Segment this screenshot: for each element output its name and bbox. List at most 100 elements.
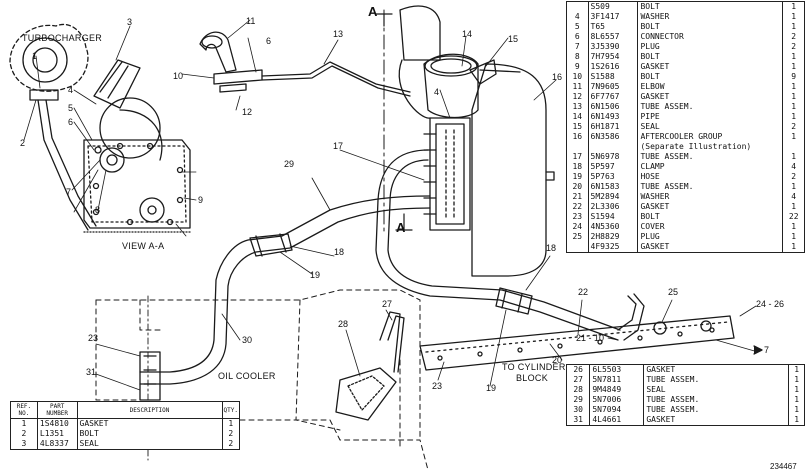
callout: 18 xyxy=(334,247,345,257)
part-number-cell: 9M4849 xyxy=(589,385,644,395)
qty-cell: 1 xyxy=(782,52,805,62)
col-header-ref: REF. NO. xyxy=(10,401,38,419)
callout: 27 xyxy=(382,299,393,309)
part-number-cell: 8L6557 xyxy=(587,32,638,42)
description-cell: CONNECTOR xyxy=(637,32,783,42)
ref-cell: 30 xyxy=(573,405,583,415)
callout: 7 xyxy=(66,187,72,197)
description-cell: BOLT xyxy=(637,212,783,222)
elbow-and-tube xyxy=(181,19,411,111)
ref-cell: 3 xyxy=(21,439,27,449)
callout: 6 xyxy=(68,117,74,127)
ref-cell: 27 xyxy=(573,375,583,385)
qty-cell: 1 xyxy=(788,364,805,375)
callout: 4 xyxy=(68,85,74,95)
description-cell: GASKET xyxy=(643,415,789,426)
part-number-cell: 7H7954 xyxy=(587,52,638,62)
callout: 30 xyxy=(242,335,253,345)
section-label-a-bottom: A xyxy=(396,220,406,235)
callout: 1 xyxy=(32,51,38,61)
description-cell: BOLT xyxy=(637,52,783,62)
description-cell: BOLT xyxy=(76,429,223,439)
part-number-cell: 6N1493 xyxy=(587,112,638,122)
part-number-cell: 5N6978 xyxy=(587,152,638,162)
callout: 24 - 26 xyxy=(756,299,785,309)
callout: 11 xyxy=(246,16,256,26)
description-cell: ELBOW xyxy=(637,82,783,92)
ref-cell: 19 xyxy=(572,172,583,182)
part-number-cell xyxy=(587,142,638,152)
ref-cell: 10 xyxy=(572,72,583,82)
callout: 22 xyxy=(578,287,589,297)
side-cover-plate xyxy=(419,299,763,371)
section-label-a-top: A xyxy=(368,4,378,19)
qty-cell: 4 xyxy=(782,192,805,202)
description-cell: PLUG xyxy=(637,232,783,242)
part-number-cell: 1S2616 xyxy=(587,62,638,72)
tubing-lines xyxy=(139,149,645,387)
part-number-cell: 6N1583 xyxy=(587,182,638,192)
ref-cell: 15 xyxy=(572,122,583,132)
qty-cell: 4 xyxy=(782,162,805,172)
qty-cell xyxy=(782,142,805,152)
qty-cell: 1 xyxy=(782,102,805,112)
col-header-desc: DESCRIPTION xyxy=(76,401,223,419)
qty-cell: 1 xyxy=(788,405,805,415)
qty-cell: 1 xyxy=(782,152,805,162)
description-cell: WASHER xyxy=(637,192,783,202)
ref-cell: 16 xyxy=(572,132,583,142)
callout: 4 xyxy=(434,87,440,97)
qty-cell: 1 xyxy=(782,182,805,192)
ref-cell: 14 xyxy=(572,112,583,122)
qty-cell: 1 xyxy=(782,92,805,102)
part-number-cell: 5P763 xyxy=(587,172,638,182)
block-label: BLOCK xyxy=(516,373,549,383)
ref-cell xyxy=(567,142,589,152)
callout: 10 xyxy=(173,71,184,81)
callout: 16 xyxy=(552,72,563,82)
oil-cooler-label: OIL COOLER xyxy=(218,371,276,381)
part-number-cell: 2L3306 xyxy=(587,202,638,212)
description-cell: TUBE ASSEM. xyxy=(637,102,783,112)
col-header-qty: QTY. xyxy=(221,401,240,419)
ref-cell: 9 xyxy=(574,62,580,72)
callout: 6 xyxy=(266,36,272,46)
ref-cell: 4 xyxy=(574,12,580,22)
part-number-cell: 2H8829 xyxy=(587,232,638,242)
callout: 19 xyxy=(486,383,497,393)
part-number-cell: 1S4810 xyxy=(36,418,78,429)
ref-cell: 24 xyxy=(572,222,583,232)
ref-cell: 11 xyxy=(572,82,583,92)
callout: 5 xyxy=(68,103,74,113)
description-cell: GASKET xyxy=(637,92,783,102)
part-number-cell: 5N7094 xyxy=(589,405,644,415)
description-cell: GASKET xyxy=(76,418,223,429)
table-row: (Separate Illustration) xyxy=(567,142,805,152)
qty-cell: 1 xyxy=(782,242,805,253)
qty-cell: 1 xyxy=(788,395,805,405)
drawing-number: 234467 xyxy=(770,462,797,471)
table-header-row: REF. NO. PART NUMBER DESCRIPTION QTY. xyxy=(10,401,240,419)
description-cell: SEAL xyxy=(76,439,223,450)
callout: 23 xyxy=(432,381,443,391)
callout: 28 xyxy=(338,319,349,329)
callout: 31 xyxy=(86,367,97,377)
